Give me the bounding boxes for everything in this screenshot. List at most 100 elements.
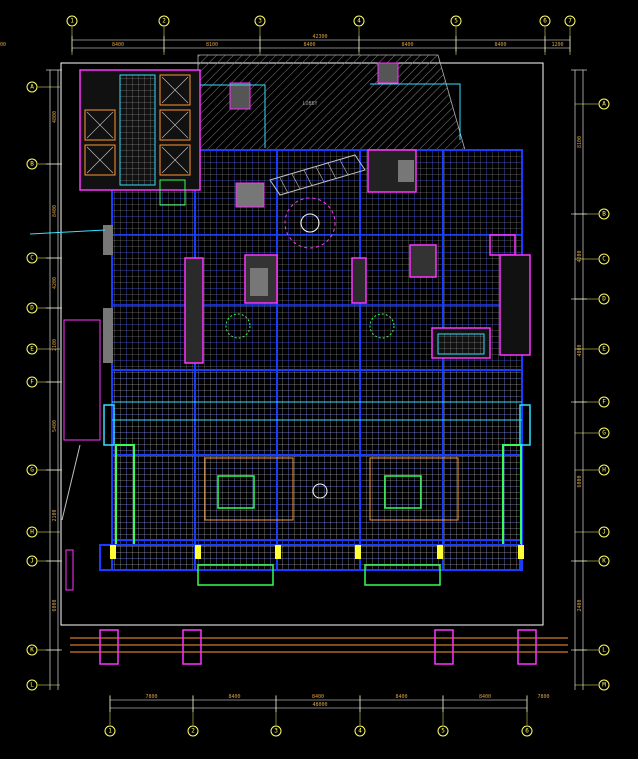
axis-bubble-top-5: 5: [450, 15, 462, 27]
axis-label: D: [602, 296, 606, 303]
axis-label: L: [30, 682, 34, 689]
dim-bottom: 7800: [537, 694, 549, 700]
axis-bubble-top-1: 1: [66, 15, 78, 27]
axis-label: K: [30, 647, 34, 654]
axis-label: B: [602, 211, 606, 218]
axis-label: 3: [258, 18, 262, 25]
axis-label: J: [602, 529, 606, 536]
axis-bubble-right-C: C: [598, 253, 610, 265]
floor-grid: [112, 150, 522, 570]
dim-top: 8100: [206, 42, 218, 48]
dim-right: 6000: [577, 475, 583, 487]
staircase: [269, 154, 366, 196]
dim-left: 8400: [52, 205, 58, 217]
dim-top: 1200: [551, 42, 563, 48]
dim-left: 5400: [52, 420, 58, 432]
dim-bottom: 7800: [145, 694, 157, 700]
axis-bubble-left-K: K: [26, 644, 38, 656]
axis-bubble-left-F: F: [26, 376, 38, 388]
axis-label: A: [602, 101, 606, 108]
axis-bubble-left-J: J: [26, 555, 38, 567]
axis-bubble-left-D: D: [26, 302, 38, 314]
dim-left: 2100: [52, 339, 58, 351]
axis-bubble-right-L: L: [598, 644, 610, 656]
axis-label: L: [602, 647, 606, 654]
entrance-bays: [99, 544, 524, 586]
axis-label: A: [30, 84, 34, 91]
axis-bubble-left-H: H: [26, 526, 38, 538]
axis-bubble-left-C: C: [26, 252, 38, 264]
axis-bubble-right-D: D: [598, 293, 610, 305]
axis-bubble-left-E: E: [26, 343, 38, 355]
dim-top: 8400: [401, 42, 413, 48]
dim-bottom: 8400: [228, 694, 240, 700]
dim-bottom-total: 48000: [312, 702, 327, 708]
axis-bubble-bottom-1: 1: [104, 725, 116, 737]
left-facade: [61, 319, 101, 591]
axis-label: C: [602, 256, 606, 263]
dim-top: 8400: [112, 42, 124, 48]
axis-label: 6: [525, 728, 529, 735]
cyan-partition-lines: [29, 83, 522, 421]
exterior-canopy: [70, 629, 568, 665]
axis-bubble-right-K: K: [598, 555, 610, 567]
axis-bubble-top-2: 2: [158, 15, 170, 27]
axis-bubble-top-4: 4: [353, 15, 365, 27]
axis-bubble-bottom-6: 6: [521, 725, 533, 737]
axis-label: 3: [274, 728, 278, 735]
dim-right: 2400: [577, 599, 583, 611]
dim-left: 2100: [52, 509, 58, 521]
axis-label: F: [602, 399, 606, 406]
axis-label: 2: [162, 18, 166, 25]
dim-top: 8400: [494, 42, 506, 48]
axis-bubble-right-G: G: [598, 427, 610, 439]
axis-bubble-left-B: B: [26, 158, 38, 170]
axis-label: 1: [108, 728, 112, 735]
axis-bubble-top-3: 3: [254, 15, 266, 27]
axis-label: 4: [357, 18, 361, 25]
columns-and-shafts: [103, 149, 531, 364]
axis-label: 4: [358, 728, 362, 735]
dim-right: 4800: [577, 344, 583, 356]
axis-label: 5: [454, 18, 458, 25]
axis-bubble-right-A: A: [598, 98, 610, 110]
dim-bottom: 8400: [479, 694, 491, 700]
dim-left: 6000: [52, 599, 58, 611]
dim-bottom: 8400: [395, 694, 407, 700]
axis-label: H: [30, 529, 34, 536]
axis-bubble-right-M: M: [598, 679, 610, 691]
axis-label: J: [30, 558, 34, 565]
dimension-lines: 8400 8100 8400 8400 8400 1200 1800 42300 7800 840…: [0, 34, 587, 712]
roof-hatch-area: LOBBY: [197, 54, 466, 151]
axis-bubble-top-7: 7: [564, 15, 576, 27]
axis-label: H: [602, 467, 606, 474]
dim-bottom: 8400: [312, 694, 324, 700]
axis-label: 6: [543, 18, 547, 25]
room-label: LOBBY: [302, 101, 317, 107]
axis-label: G: [602, 430, 606, 437]
axis-label: 7: [568, 18, 572, 25]
axis-label: C: [30, 255, 34, 262]
axis-bubble-right-J: J: [598, 526, 610, 538]
axis-label: G: [30, 467, 34, 474]
axis-bubble-right-E: E: [598, 343, 610, 355]
axis-label: D: [30, 305, 34, 312]
dim-top: 1800: [0, 42, 6, 48]
axis-bubble-left-G: G: [26, 464, 38, 476]
dim-top: 8400: [303, 42, 315, 48]
axis-label: M: [602, 682, 606, 689]
axis-bubble-bottom-4: 4: [354, 725, 366, 737]
axis-label: E: [602, 346, 606, 353]
axis-bubble-right-B: B: [598, 208, 610, 220]
axis-bubble-bottom-2: 2: [187, 725, 199, 737]
axis-label: 5: [441, 728, 445, 735]
axis-bubble-right-F: F: [598, 396, 610, 408]
axis-label: E: [30, 346, 34, 353]
dim-top-total: 42300: [312, 34, 327, 40]
dim-right: 8100: [577, 136, 583, 148]
axis-bubble-left-A: A: [26, 81, 38, 93]
axis-label: K: [602, 558, 606, 565]
axis-bubble-right-H: H: [598, 464, 610, 476]
